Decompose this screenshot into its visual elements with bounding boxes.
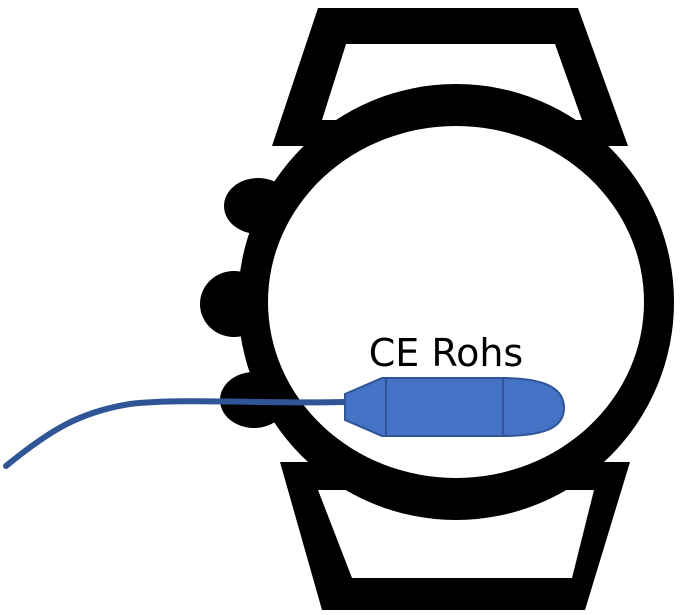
probe-cable [3, 398, 348, 469]
ce-rohs-label: CE Rohs [369, 331, 523, 375]
watch-case [238, 84, 674, 520]
probe-sensor [344, 377, 566, 437]
watch-strap-top [272, 8, 628, 146]
watch-strap-bottom [280, 462, 630, 610]
